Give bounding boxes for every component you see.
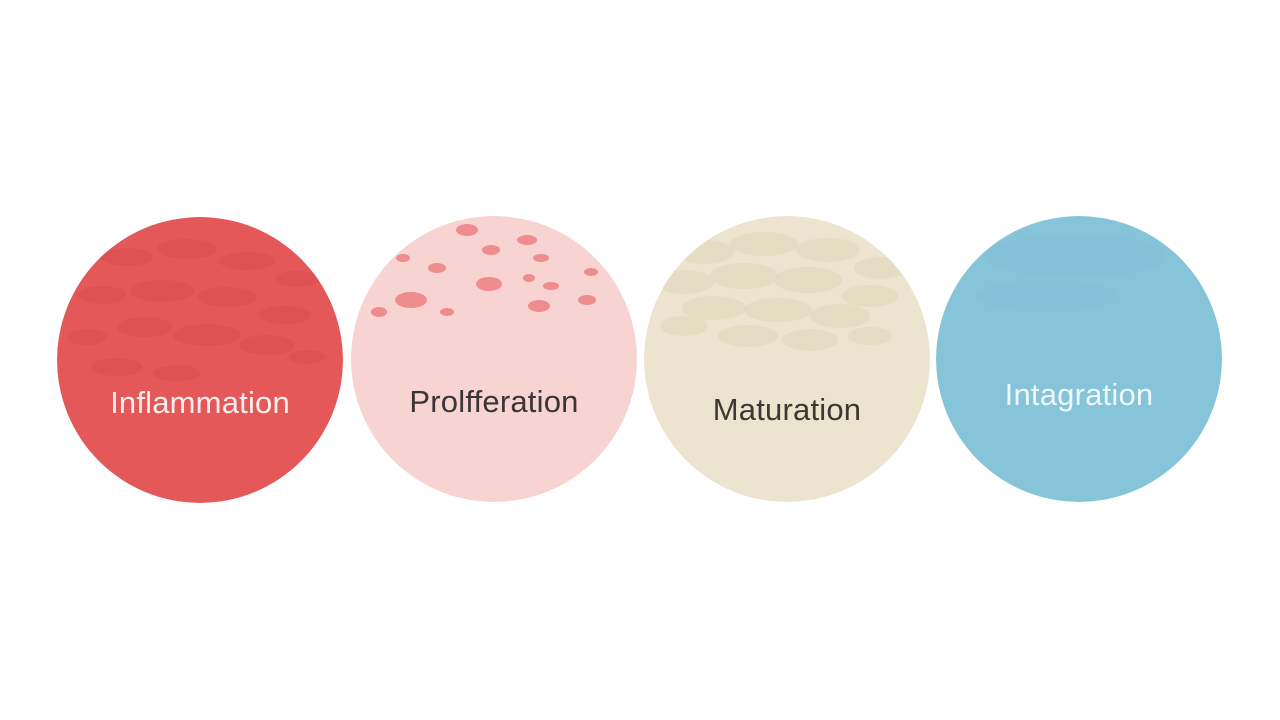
texture-mark — [78, 286, 126, 304]
stage-label-inflammation: Inflammation — [110, 385, 290, 420]
stage-circle-maturation: Maturation — [644, 216, 930, 502]
texture-mark — [173, 324, 241, 346]
texture-mark — [101, 248, 153, 266]
texture-mark — [517, 235, 537, 245]
texture-mark — [440, 308, 454, 316]
texture-mark — [259, 306, 311, 324]
texture-mark — [289, 350, 325, 364]
integration-sheen — [976, 234, 1166, 312]
texture-mark — [67, 329, 107, 345]
inflammation-blotches — [67, 239, 325, 381]
texture-mark — [848, 327, 892, 345]
integration-texture — [936, 216, 1222, 502]
texture-mark — [371, 307, 387, 317]
texture-mark — [796, 238, 860, 262]
maturation-texture — [644, 216, 930, 502]
texture-mark — [219, 252, 275, 270]
texture-mark — [157, 239, 217, 259]
texture-mark — [674, 240, 734, 264]
texture-mark — [543, 282, 559, 290]
proliferation-texture — [351, 216, 637, 502]
maturation-scales — [654, 232, 906, 351]
texture-mark — [578, 295, 596, 305]
texture-mark — [275, 271, 319, 287]
texture-mark — [718, 325, 778, 347]
texture-mark — [730, 232, 798, 256]
stage-label-integration: Intagration — [1004, 377, 1154, 412]
stage-label-maturation: Maturation — [712, 392, 862, 427]
texture-mark — [682, 296, 746, 320]
texture-mark — [117, 317, 173, 337]
texture-mark — [854, 257, 906, 279]
texture-mark — [710, 263, 778, 289]
texture-mark — [456, 224, 478, 236]
texture-mark — [782, 329, 838, 351]
texture-mark — [197, 287, 257, 307]
texture-mark — [130, 280, 194, 302]
texture-mark — [91, 358, 143, 376]
stage-circle-integration: Intagration — [936, 216, 1222, 502]
integration-fill — [936, 216, 1222, 502]
texture-mark — [810, 304, 870, 328]
texture-mark — [976, 280, 1116, 312]
texture-mark — [654, 270, 714, 294]
texture-mark — [153, 365, 201, 381]
texture-mark — [584, 268, 598, 276]
texture-mark — [744, 298, 812, 322]
texture-mark — [774, 267, 842, 293]
texture-mark — [533, 254, 549, 262]
texture-mark — [842, 285, 898, 307]
proliferation-drops — [371, 224, 598, 317]
texture-mark — [476, 277, 502, 291]
stage-circle-inflammation: Inflammation — [57, 217, 343, 503]
texture-mark — [528, 300, 550, 312]
texture-mark — [428, 263, 446, 273]
stage-label-proliferation: Prolfferation — [409, 384, 579, 419]
texture-mark — [986, 234, 1166, 278]
texture-mark — [239, 335, 295, 355]
inflammation-fill — [57, 217, 343, 503]
stage-circle-proliferation: Prolfferation — [351, 216, 637, 502]
texture-mark — [482, 245, 500, 255]
texture-mark — [396, 254, 410, 262]
texture-mark — [523, 274, 535, 282]
texture-mark — [395, 292, 427, 308]
texture-mark — [660, 316, 708, 336]
proliferation-fill — [351, 216, 637, 502]
inflammation-texture — [57, 217, 343, 503]
